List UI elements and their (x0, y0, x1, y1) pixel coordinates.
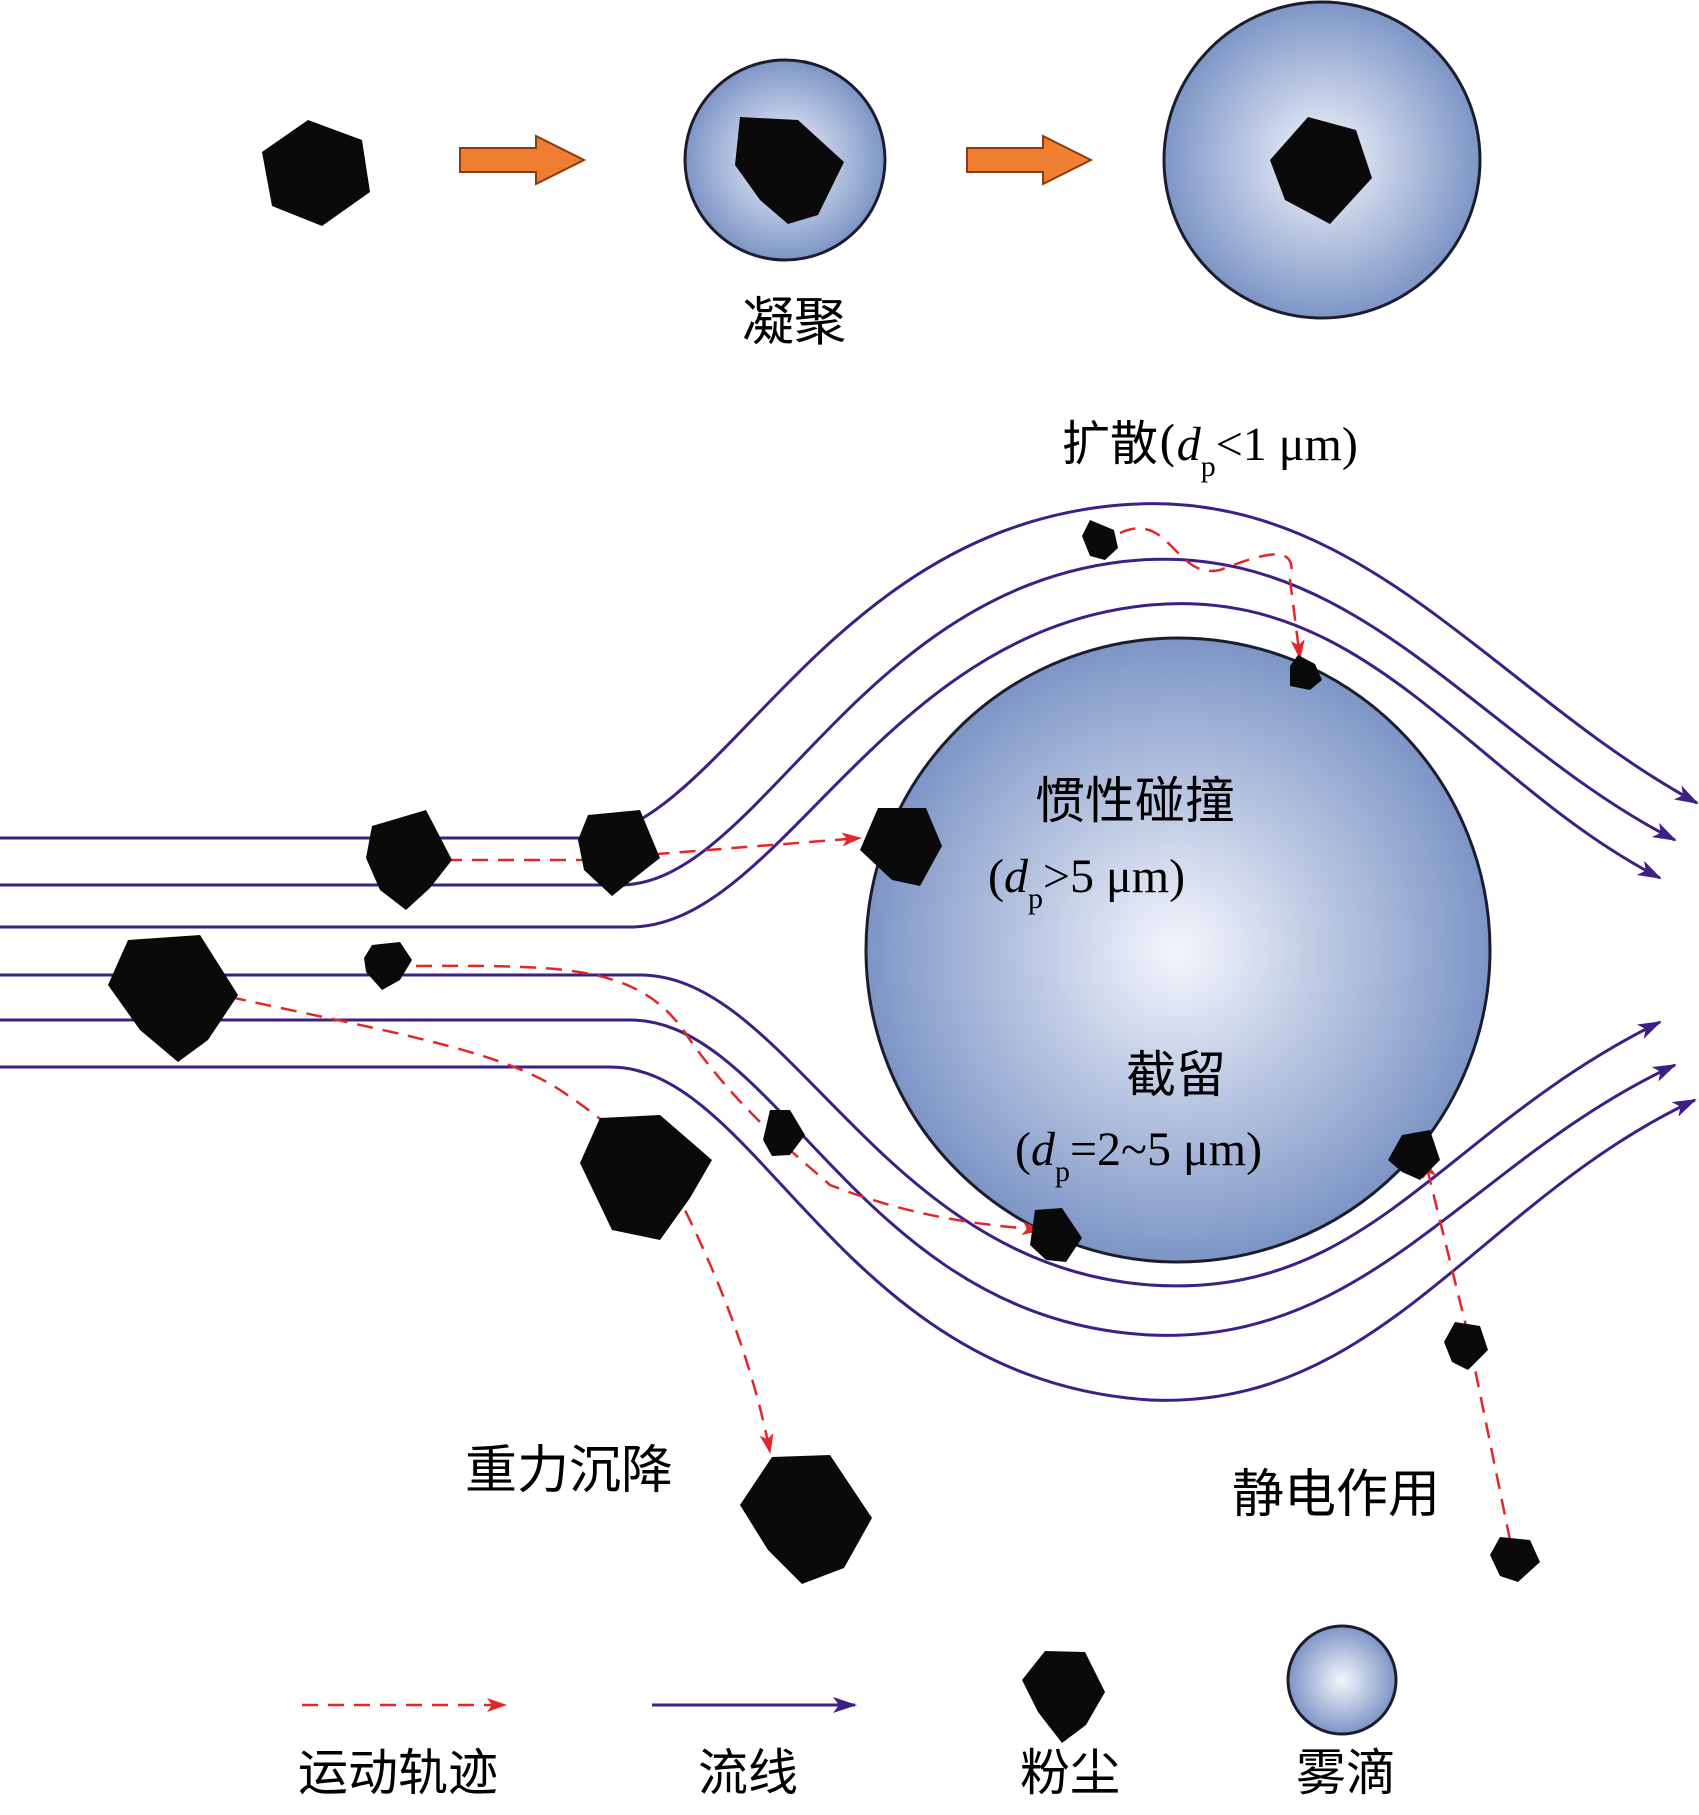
condensation-sequence: 凝聚 (262, 0, 1482, 353)
condensation-label: 凝聚 (742, 293, 846, 353)
dust-particle-icon (1030, 1208, 1082, 1262)
dust-particle-icon (580, 1115, 712, 1240)
dust-particle-icon (1490, 1537, 1540, 1582)
dust-particle-icon (108, 935, 238, 1062)
diffusion-trajectory (1119, 527, 1305, 660)
streamline (0, 557, 1677, 887)
dust-particle-icon (1022, 1651, 1105, 1743)
dust-particle-icon (1290, 655, 1322, 690)
gravity-settling-label: 重力沉降 (465, 1441, 673, 1501)
large-fog-droplet (1162, 0, 1482, 320)
legend-dust-label: 粉尘 (1020, 1744, 1120, 1802)
dust-particle-icon (1082, 520, 1118, 560)
fog-droplet-icon (1286, 1624, 1398, 1736)
legend-droplet-label: 雾滴 (1296, 1744, 1396, 1802)
dust-particle-icon (1388, 1130, 1440, 1180)
dust-particle-icon (860, 808, 942, 886)
small-fog-droplet (683, 58, 887, 262)
streamlines (0, 502, 1699, 1402)
inertial-impaction-range: (dp>5 μm) (988, 850, 1185, 915)
dust-particle-icon (763, 1110, 805, 1156)
electrostatic-label: 静电作用 (1232, 1465, 1440, 1525)
dust-particle-icon (1270, 117, 1372, 224)
streamline (0, 973, 1662, 1288)
streamline (0, 502, 1699, 840)
orange-arrow-icon (459, 134, 587, 186)
legend-streamline-label: 流线 (698, 1744, 798, 1802)
dust-particle-icon (578, 810, 660, 896)
legend-trajectory-label: 运动轨迹 (298, 1744, 498, 1802)
dust-particle-icon (1444, 1322, 1488, 1370)
orange-arrow-icon (966, 134, 1094, 186)
dust-particle-icon (366, 810, 452, 910)
dust-particles (108, 520, 1540, 1584)
gravity-trajectory (229, 995, 774, 1454)
streamline (0, 1018, 1677, 1337)
dust-particle-icon (364, 942, 412, 990)
streamline (0, 602, 1662, 929)
interception-range: (dp=2~5 μm) (1015, 1123, 1262, 1188)
dust-particle-icon (735, 117, 844, 224)
legend: 运动轨迹 流线 粉尘 雾滴 (298, 1624, 1398, 1802)
dust-particle-icon (262, 120, 370, 226)
main-fog-droplet (864, 636, 1492, 1264)
dust-particle-icon (740, 1455, 872, 1584)
inertial-impaction-title: 惯性碰撞 (1035, 772, 1235, 830)
streamline (0, 1065, 1697, 1402)
diffusion-label: 扩散(dp<1 μm) (1062, 416, 1358, 483)
interception-title: 截留 (1126, 1046, 1226, 1104)
